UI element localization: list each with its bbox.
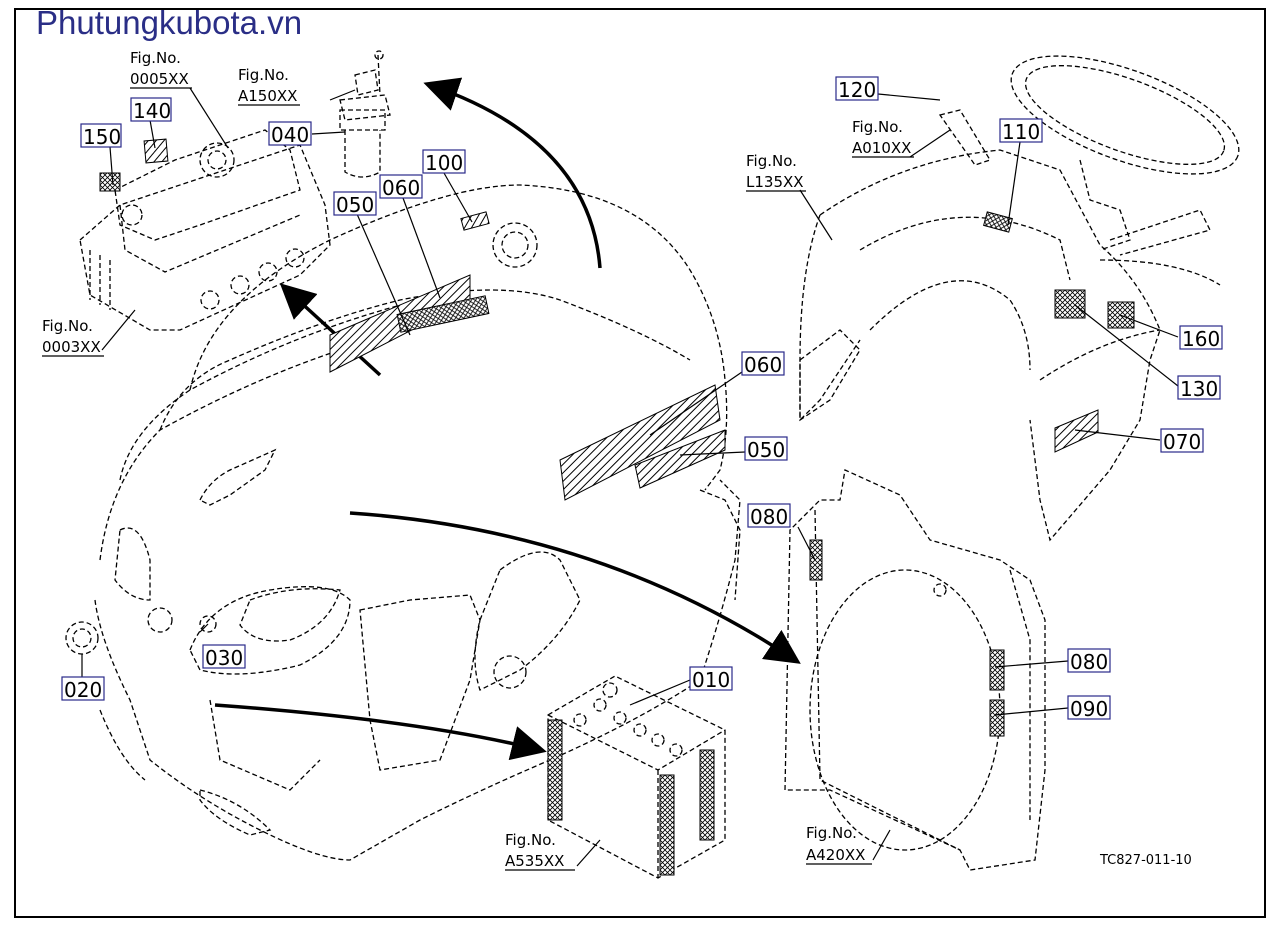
- part-label-text: 070: [1163, 430, 1201, 454]
- part-label-text: 140: [133, 99, 171, 123]
- fig-ref-code: A010XX: [852, 139, 911, 157]
- drawing-frame: [14, 8, 1266, 918]
- fig-ref: Fig.No. L135XX: [746, 152, 806, 192]
- part-label: 150: [80, 123, 122, 149]
- fig-ref-code: A150XX: [238, 87, 297, 105]
- part-labels: 150 140 040 050 060 100 120 110 160 130 …: [61, 76, 1223, 721]
- part-label-text: 040: [271, 123, 309, 147]
- fig-ref-label: Fig.No.: [42, 317, 93, 335]
- figure-references: Fig.No. 0005XX Fig.No. A150XX Fig.No. 0003X…: [42, 49, 914, 871]
- fig-ref-code: L135XX: [746, 173, 804, 191]
- part-label: 140: [130, 97, 172, 123]
- part-label-text: 020: [64, 678, 102, 702]
- part-label: 090: [1067, 695, 1111, 721]
- part-label-text: 060: [382, 176, 420, 200]
- fig-ref: Fig.No. 0005XX: [130, 49, 192, 89]
- part-label: 040: [268, 121, 312, 147]
- fig-ref-label: Fig.No.: [852, 118, 903, 136]
- part-label-text: 130: [1180, 377, 1218, 401]
- engine-head-drawing: [79, 129, 331, 331]
- part-label: 020: [61, 676, 105, 702]
- fig-ref-label: Fig.No.: [806, 824, 857, 842]
- fig-ref: Fig.No. A010XX: [852, 118, 914, 158]
- part-label: 160: [1179, 325, 1223, 351]
- drawing-code: TC827-011-10: [1099, 853, 1192, 868]
- part-label: 050: [744, 436, 788, 462]
- part-label-text: 050: [336, 193, 374, 217]
- fig-ref-code: A420XX: [806, 846, 865, 864]
- dash-panel-drawing: [799, 55, 1240, 542]
- part-label-text: 080: [1070, 650, 1108, 674]
- fig-ref-code: 0003XX: [42, 338, 101, 356]
- part-label-text: 010: [692, 668, 730, 692]
- part-label-text: 160: [1182, 327, 1220, 351]
- part-label: 080: [747, 503, 791, 529]
- fig-ref-code: A535XX: [505, 852, 564, 870]
- battery-drawing: [547, 675, 726, 879]
- part-label: 120: [835, 76, 879, 102]
- fig-ref: Fig.No. A535XX: [505, 831, 575, 871]
- part-label-text: 080: [750, 505, 788, 529]
- part-label: 130: [1177, 375, 1221, 401]
- part-label: 080: [1067, 648, 1111, 674]
- part-label: 060: [379, 174, 423, 200]
- radiator-shroud-drawing: [784, 469, 1046, 871]
- fig-ref: Fig.No. A150XX: [238, 66, 300, 106]
- fig-ref-code: 0005XX: [130, 70, 189, 88]
- part-label-text: 100: [425, 151, 463, 175]
- part-label-text: 060: [744, 353, 782, 377]
- part-label-text: 150: [83, 125, 121, 149]
- part-label-text: 050: [747, 438, 785, 462]
- part-label-text: 110: [1002, 120, 1040, 144]
- fig-ref-label: Fig.No.: [505, 831, 556, 849]
- part-label: 030: [202, 644, 246, 670]
- part-label-text: 030: [205, 646, 243, 670]
- fig-ref: Fig.No. A420XX: [806, 824, 872, 865]
- fig-ref-label: Fig.No.: [130, 49, 181, 67]
- part-label: 110: [999, 118, 1043, 144]
- part-label-text: 090: [1070, 697, 1108, 721]
- fuel-filter-drawing: [339, 50, 391, 178]
- fig-ref-label: Fig.No.: [746, 152, 797, 170]
- fig-ref-label: Fig.No.: [238, 66, 289, 84]
- part-label: 070: [1160, 428, 1204, 454]
- part-label: 100: [422, 149, 466, 175]
- site-title[interactable]: Phutungkubota.vn: [36, 4, 303, 41]
- part-label: 060: [741, 351, 785, 377]
- part-label-text: 120: [838, 78, 876, 102]
- part-label: 010: [689, 666, 733, 692]
- hood-drawing: [65, 184, 741, 861]
- fig-ref: Fig.No. 0003XX: [42, 317, 104, 357]
- leader-lines: [81, 87, 1179, 867]
- part-label: 050: [333, 191, 377, 217]
